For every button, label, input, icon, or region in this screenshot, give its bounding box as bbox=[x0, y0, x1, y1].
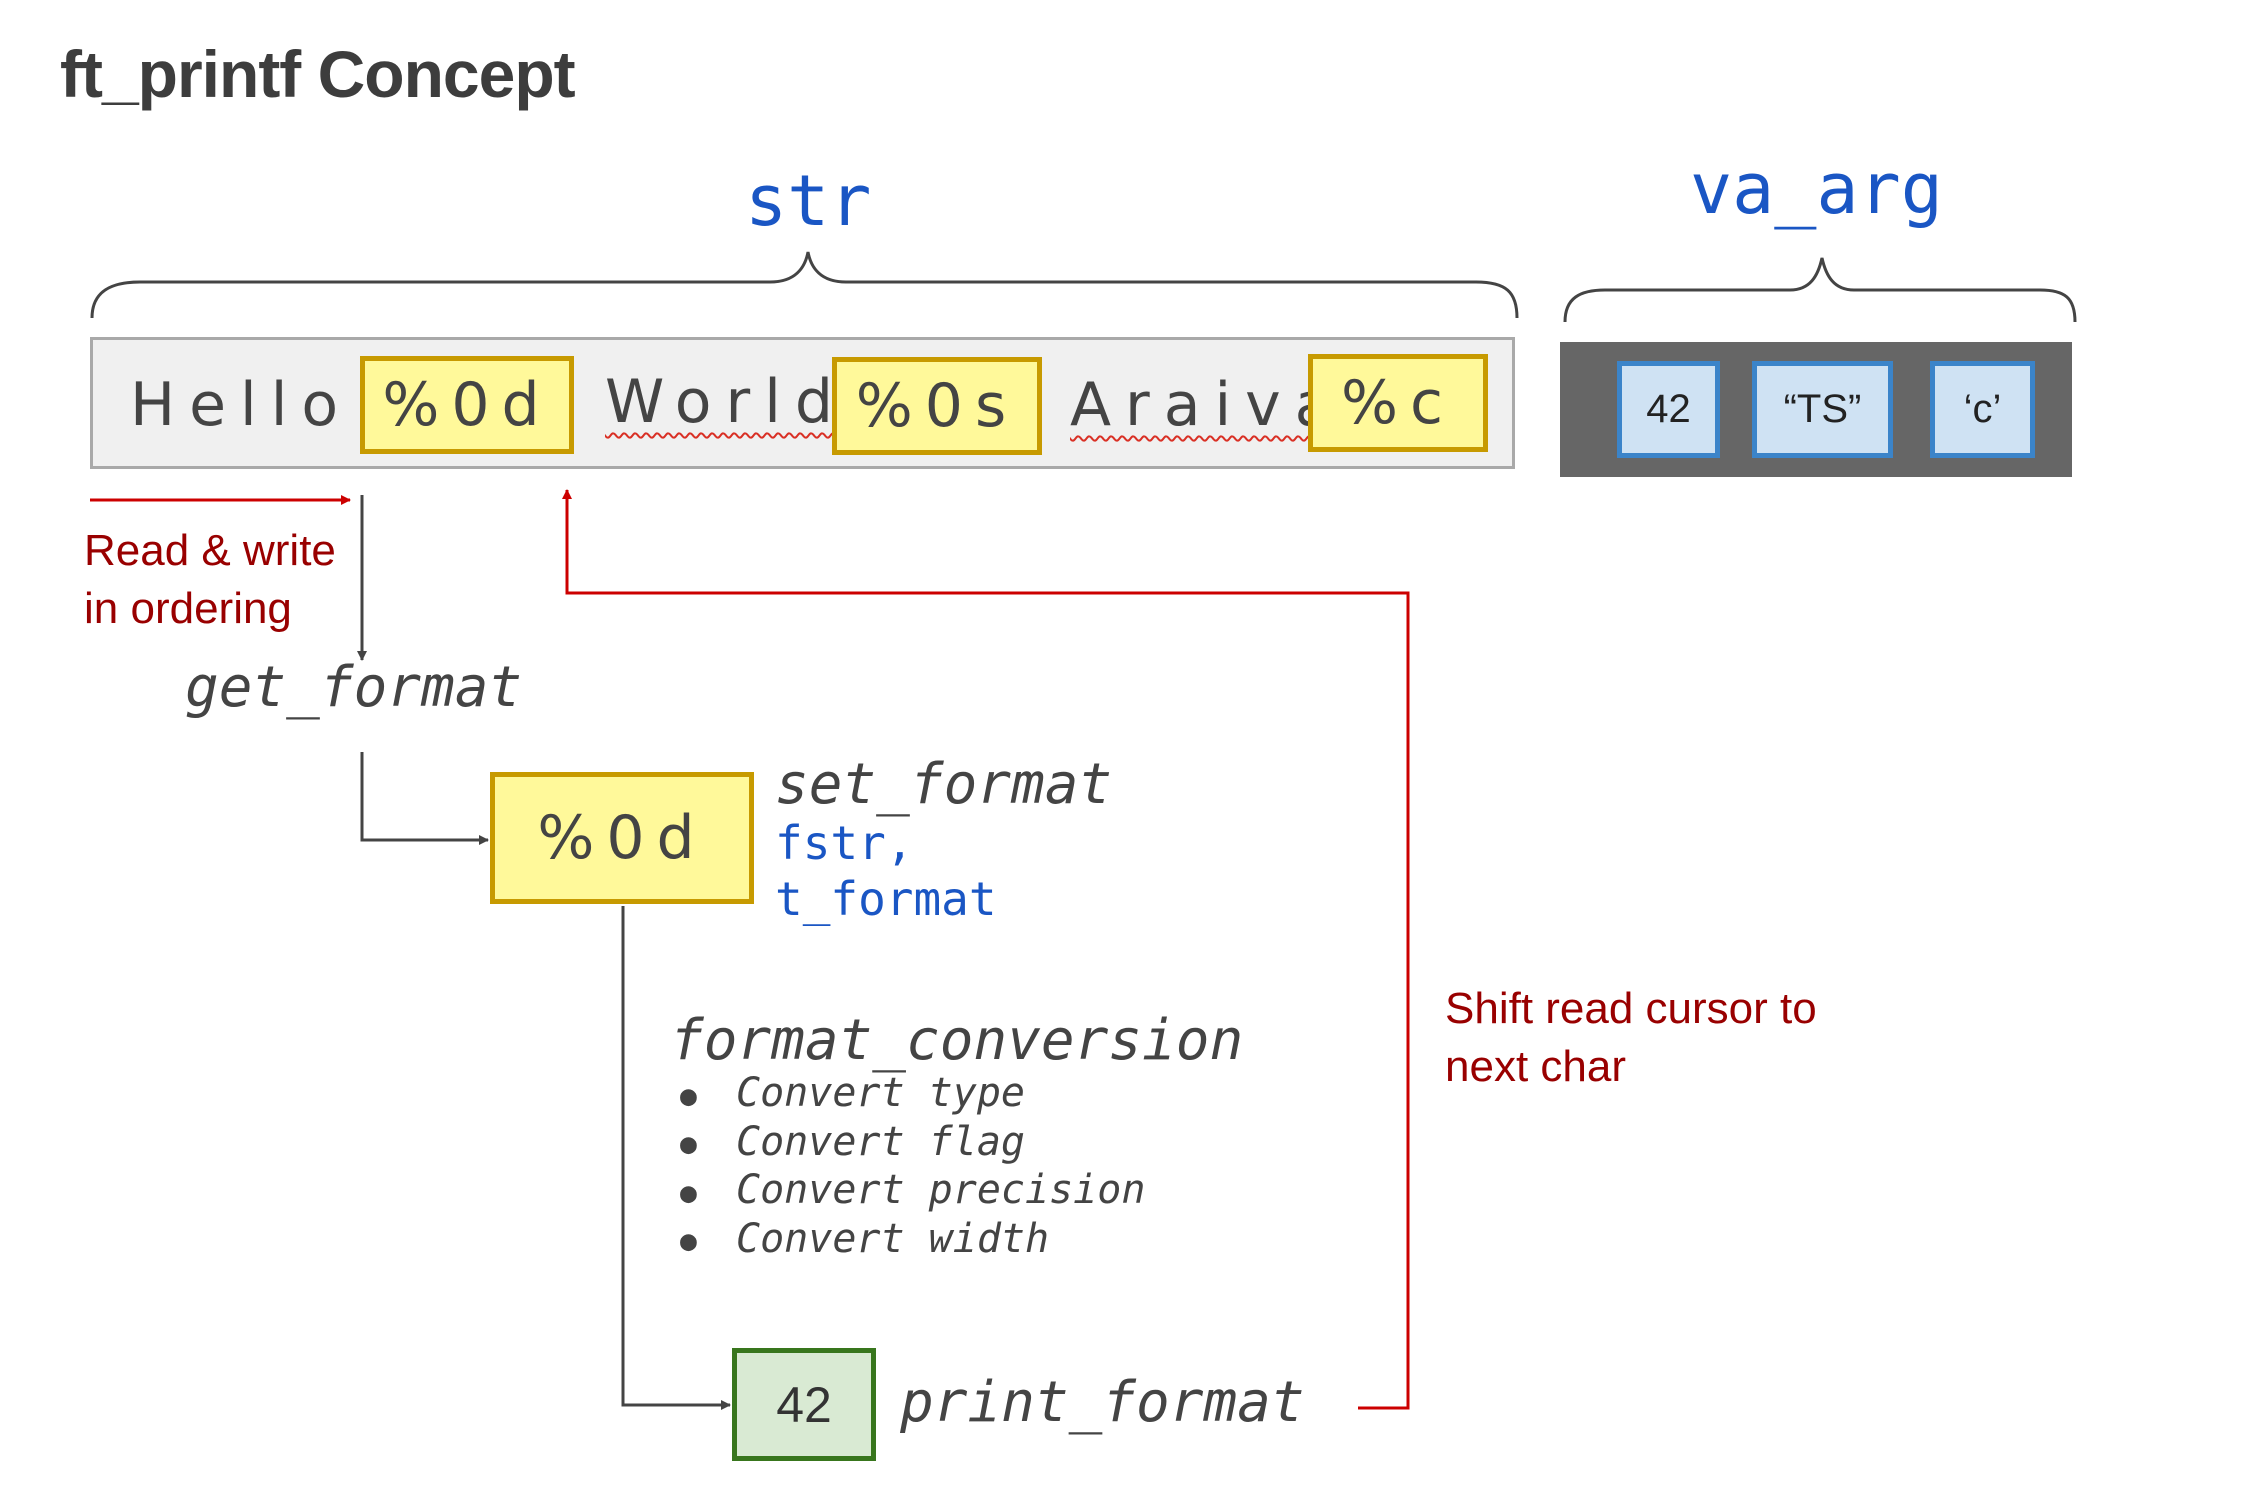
str-segment-world: World bbox=[605, 367, 847, 437]
set-format-label: set_format bbox=[775, 752, 1113, 817]
to-set-format-arrow bbox=[360, 752, 489, 845]
set-format-params: fstr, t_format bbox=[775, 815, 997, 927]
print-format-label: print_format bbox=[900, 1370, 1305, 1435]
conversion-step: Convert width bbox=[680, 1216, 1145, 1265]
shift-cursor-line: Shift read cursor to bbox=[1445, 984, 1817, 1033]
current-format-box: %0d bbox=[490, 772, 754, 904]
vaarg-brace bbox=[1563, 257, 2077, 323]
str-format-0s: %0s bbox=[832, 357, 1042, 455]
shift-cursor-note: Shift read cursor to next char bbox=[1445, 980, 1817, 1096]
read-write-note: Read & write in ordering bbox=[84, 522, 336, 638]
get-format-label: get_format bbox=[185, 655, 523, 720]
output-value-box: 42 bbox=[732, 1348, 876, 1461]
vaarg-label: va_arg bbox=[1690, 148, 1943, 230]
str-segment-hello: Hello bbox=[130, 370, 353, 440]
va-arg-item: ‘c’ bbox=[1930, 361, 2035, 458]
to-print-format-arrow bbox=[621, 906, 731, 1410]
page-title: ft_printf Concept bbox=[60, 37, 576, 111]
str-brace bbox=[90, 251, 1519, 319]
str-segment-araiva: Araiva bbox=[1070, 370, 1346, 440]
va-arg-item: “TS” bbox=[1752, 361, 1893, 458]
str-format-0d: %0d bbox=[360, 356, 574, 454]
va-arg-item: 42 bbox=[1617, 361, 1720, 458]
param-fstr: fstr, bbox=[775, 816, 914, 870]
read-write-line: in ordering bbox=[84, 584, 292, 633]
conversion-step: Convert precision bbox=[680, 1167, 1145, 1216]
str-label: str bbox=[745, 160, 872, 242]
str-bar bbox=[90, 337, 1515, 469]
conversion-steps: Convert type Convert flag Convert precis… bbox=[680, 1070, 1145, 1264]
param-t-format: t_format bbox=[775, 872, 997, 926]
conversion-step: Convert flag bbox=[680, 1119, 1145, 1168]
conversion-step: Convert type bbox=[680, 1070, 1145, 1119]
format-conversion-label: format_conversion bbox=[670, 1008, 1244, 1073]
read-write-line: Read & write bbox=[84, 526, 336, 575]
shift-cursor-line: next char bbox=[1445, 1042, 1626, 1091]
shift-cursor-arrow bbox=[562, 489, 1410, 1410]
str-format-c: %c bbox=[1308, 354, 1488, 452]
